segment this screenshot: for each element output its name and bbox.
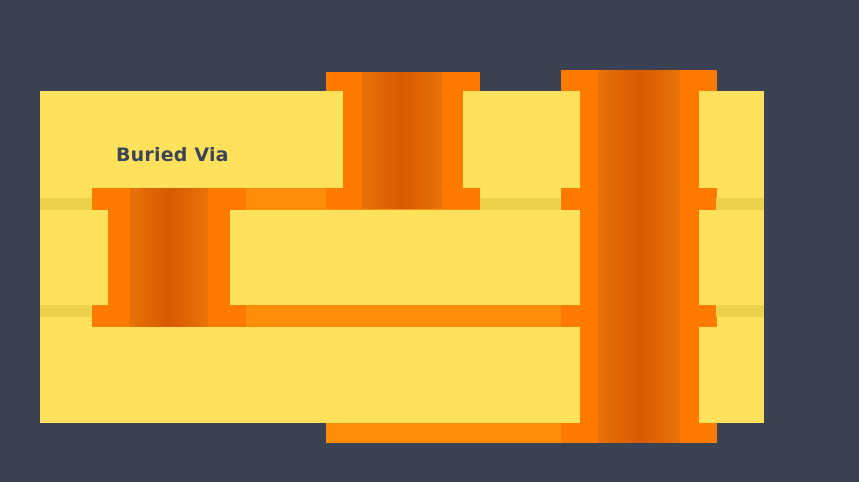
substrate-inset-buried-left (40, 210, 108, 305)
substrate-inset-through-right (699, 91, 764, 188)
inner-line-edge-right-1 (716, 198, 764, 210)
substrate-inset-blind-left (40, 91, 343, 188)
substrate-inset-through-right-mid (699, 210, 764, 305)
through-hole-via-front (580, 70, 699, 443)
substrate-inset-through-right-bot (699, 327, 764, 423)
buried-via-label: Buried Via (116, 144, 229, 166)
inner-line-edge-left-2 (40, 305, 92, 317)
inner-line-edge-right-2 (716, 305, 764, 317)
substrate-inset-blind-right (463, 91, 580, 188)
copper-trace-inner-2 (92, 305, 716, 327)
blind-via-front (343, 72, 463, 209)
substrate-inset-buried-right (230, 210, 580, 305)
inner-line-edge-left-1 (40, 198, 92, 210)
buried-via-front (108, 188, 230, 327)
substrate-inset-bottom-left (40, 327, 580, 423)
